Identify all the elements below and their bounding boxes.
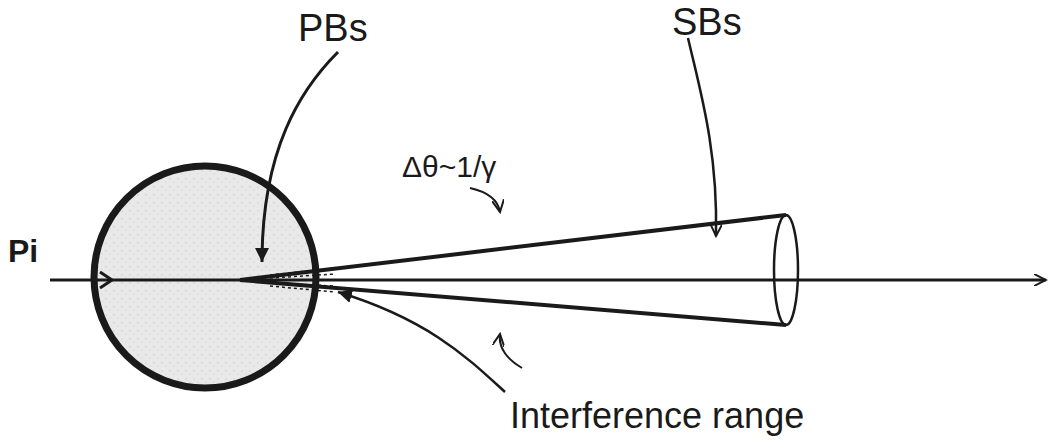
cone-edge <box>240 215 786 280</box>
region-label: Interference range <box>510 396 804 436</box>
leader-line <box>338 292 505 392</box>
angle-label: Δθ~1/γ <box>402 150 496 183</box>
cone-end <box>774 215 798 325</box>
particle-label: Pi <box>8 234 38 269</box>
beam-axis <box>50 279 1046 282</box>
incoming-arrowhead <box>100 272 112 288</box>
bunch-label: PBs <box>298 8 368 50</box>
leader-line <box>688 38 716 236</box>
cone-edge <box>240 280 786 325</box>
leader-line <box>262 52 338 262</box>
leader-line <box>470 188 500 212</box>
beam-label: SBs <box>672 2 742 44</box>
leader-line <box>500 334 522 368</box>
interference-hatching <box>270 268 335 292</box>
